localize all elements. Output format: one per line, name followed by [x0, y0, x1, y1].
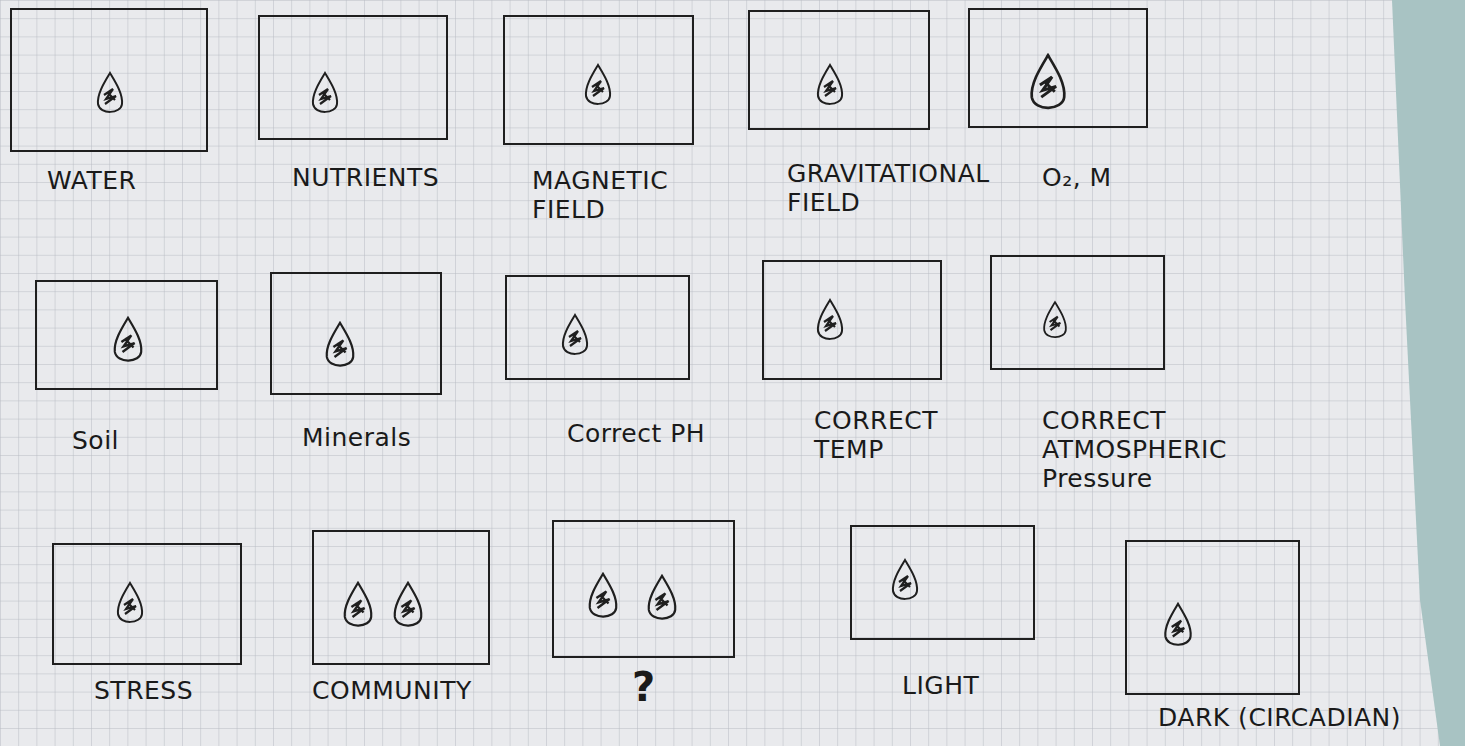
seed-box: Minerals: [270, 272, 442, 395]
seed-box: STRESS: [52, 543, 242, 665]
seed-box: ?: [552, 520, 735, 658]
seed-box: NUTRIENTS: [258, 15, 448, 140]
seed-box: MAGNETIC FIELD: [503, 15, 694, 145]
factor-label: LIGHT: [902, 672, 1032, 701]
seed-box: DARK (CIRCADIAN): [1125, 540, 1300, 695]
seed-box: CORRECT ATMOSPHERIC Pressure: [990, 255, 1165, 370]
seed-box: CORRECT TEMP: [762, 260, 942, 380]
seed-box: WATER: [10, 8, 208, 152]
seed-box: Soil: [35, 280, 218, 390]
factor-label: O₂, M: [1042, 164, 1202, 193]
seed-box: LIGHT: [850, 525, 1035, 640]
factor-label: NUTRIENTS: [292, 164, 492, 193]
factor-label: CORRECT TEMP: [814, 407, 964, 465]
factor-label: WATER: [47, 167, 247, 196]
factor-label: CORRECT ATMOSPHERIC Pressure: [1042, 407, 1242, 493]
factor-label: ?: [632, 664, 672, 710]
table-surface: [1392, 0, 1465, 746]
factor-label: GRAVITATIONAL FIELD: [787, 160, 1027, 218]
factor-label: MAGNETIC FIELD: [532, 167, 702, 225]
seed-box: COMMUNITY: [312, 530, 490, 665]
factor-label: DARK (CIRCADIAN): [1158, 704, 1458, 733]
factor-label: Soil: [72, 427, 222, 456]
seed-box: O₂, M: [968, 8, 1148, 128]
factor-label: COMMUNITY: [312, 677, 512, 706]
seed-box: Correct PH: [505, 275, 690, 380]
factor-label: Minerals: [302, 424, 472, 453]
factor-label: Correct PH: [567, 420, 767, 449]
seed-box: GRAVITATIONAL FIELD: [748, 10, 930, 130]
factor-label: STRESS: [94, 677, 254, 706]
